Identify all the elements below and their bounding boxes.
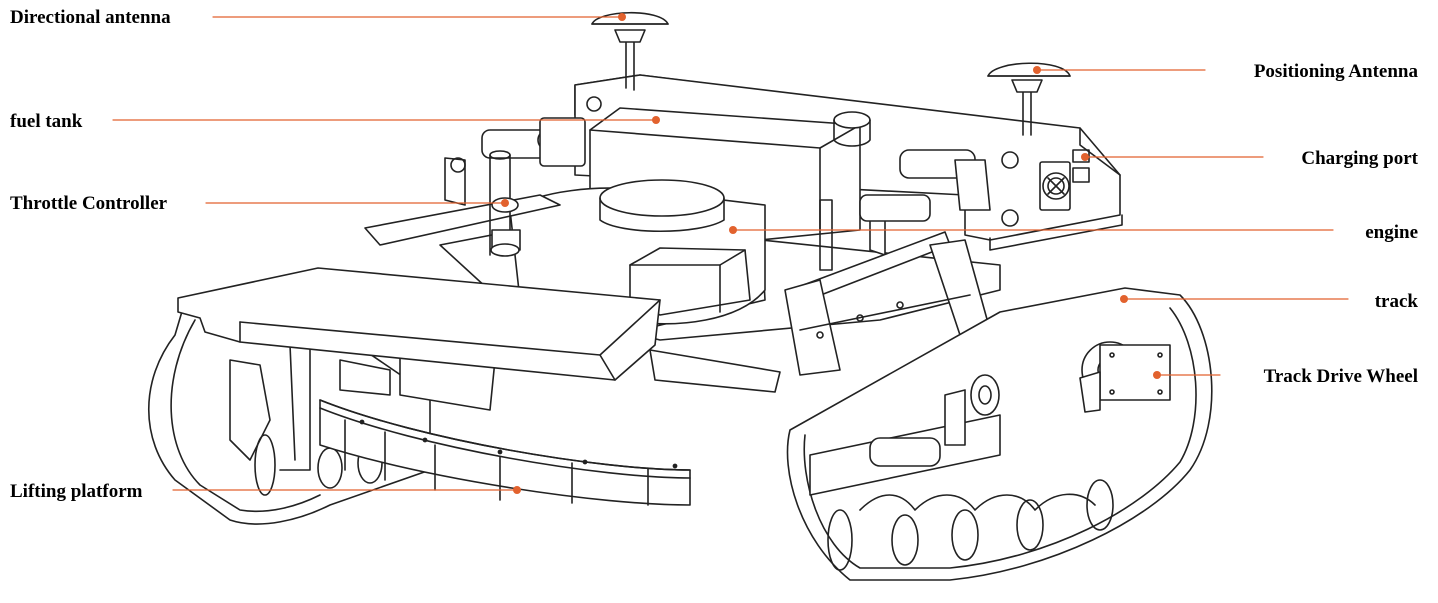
label-charging-port: Charging port <box>1301 148 1418 169</box>
dot-throttle <box>501 199 509 207</box>
dot-engine <box>729 226 737 234</box>
label-engine: engine <box>1365 222 1418 243</box>
label-throttle-controller: Throttle Controller <box>10 193 168 214</box>
label-track-drive-wheel: Track Drive Wheel <box>1263 366 1418 387</box>
dot-charging-port <box>1081 153 1089 161</box>
top-cover <box>177 267 781 393</box>
positioning-antenna-drawing <box>987 62 1071 136</box>
dot-fuel-tank <box>652 116 660 124</box>
lifting-platform-drawing <box>319 399 691 506</box>
dot-lifting-platform <box>513 486 521 494</box>
leader-lines <box>112 16 1349 491</box>
label-positioning-antenna: Positioning Antenna <box>1253 61 1418 82</box>
label-lifting-platform: Lifting platform <box>10 481 143 502</box>
dot-directional-antenna <box>618 13 626 21</box>
dot-positioning-antenna <box>1033 66 1041 74</box>
leader-dots <box>501 13 1161 494</box>
left-linkage <box>364 117 586 257</box>
label-directional-antenna: Directional antenna <box>10 7 171 28</box>
dot-track <box>1120 295 1128 303</box>
label-track: track <box>1374 291 1418 312</box>
right-track <box>786 287 1213 581</box>
right-linkage <box>784 149 991 376</box>
directional-antenna-drawing <box>591 11 669 91</box>
dot-track-drive-wheel <box>1153 371 1161 379</box>
label-fuel-tank: fuel tank <box>10 111 83 132</box>
engine-drawing <box>509 179 766 325</box>
